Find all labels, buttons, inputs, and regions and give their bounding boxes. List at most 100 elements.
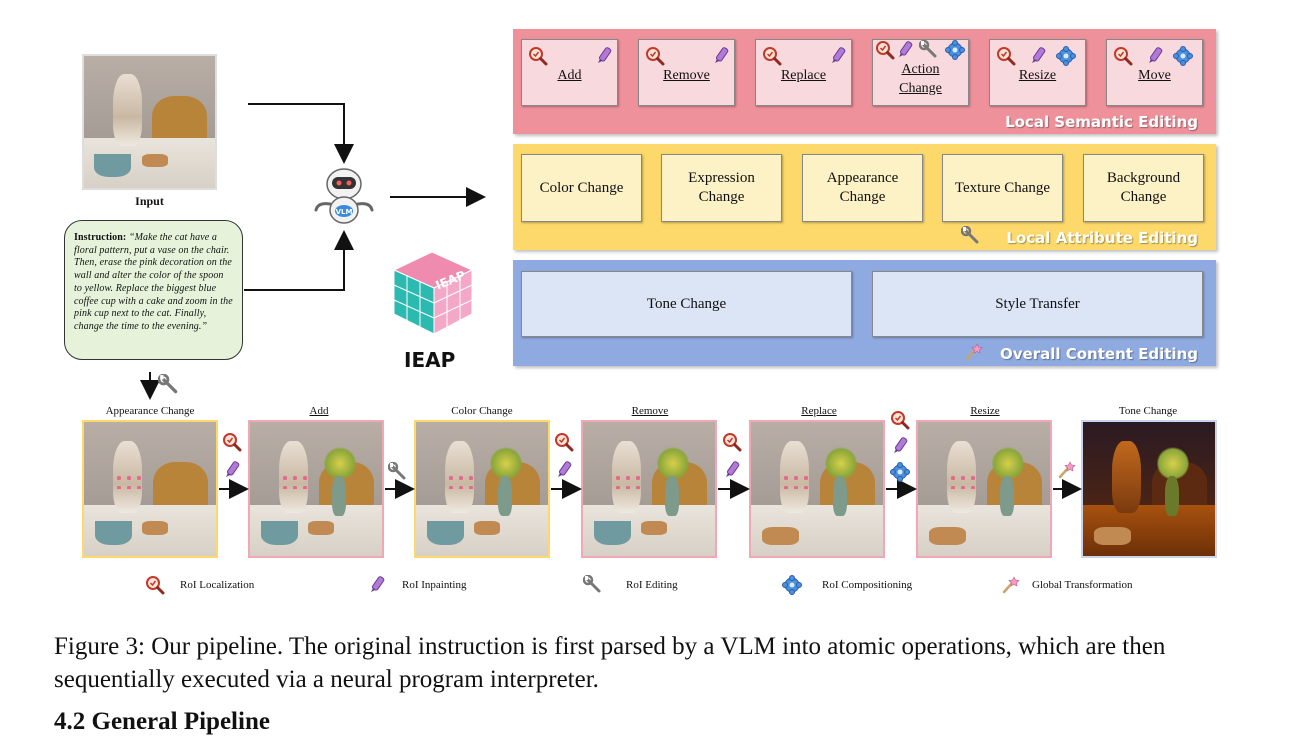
vlm-badge: VLM bbox=[336, 208, 353, 216]
crayon-icon bbox=[1028, 46, 1048, 66]
magnifier-icon bbox=[722, 432, 742, 452]
magnifier-icon bbox=[996, 46, 1016, 66]
step-image-add bbox=[248, 420, 384, 558]
semantic-item-label: Resize bbox=[1018, 68, 1057, 83]
step-image-appearance-change bbox=[82, 420, 218, 558]
step-label-resize: Resize bbox=[970, 405, 1000, 417]
magnifier-icon bbox=[145, 575, 165, 595]
step-label-color-change: Color Change bbox=[451, 405, 513, 417]
wrench-icon bbox=[583, 575, 603, 595]
instruction-bubble: Instruction: “Make the cat have a floral… bbox=[64, 220, 243, 360]
crayon-icon bbox=[828, 46, 848, 66]
flow-arrows bbox=[140, 103, 486, 400]
attribute-item-label: Texture Change bbox=[954, 179, 1051, 196]
attribute-item-label: Expression bbox=[688, 170, 755, 186]
semantic-item-label: Replace bbox=[780, 68, 827, 83]
attribute-item-label-2: Change bbox=[698, 189, 745, 205]
attribute-item-background-change: Background Change bbox=[1083, 154, 1204, 222]
vlm-robot-icon: VLM bbox=[314, 168, 374, 224]
overall-item-tone-change: Tone Change bbox=[521, 271, 852, 337]
crayon-icon bbox=[1145, 46, 1165, 66]
semantic-item-label: Action bbox=[901, 61, 940, 77]
crayon-icon bbox=[554, 460, 574, 480]
crayon-icon bbox=[722, 460, 742, 480]
attribute-item-label: Appearance bbox=[826, 170, 899, 186]
step-image-color-change bbox=[414, 420, 550, 558]
attribute-item-texture-change: Texture Change bbox=[942, 154, 1063, 222]
attribute-item-label: Color Change bbox=[539, 179, 624, 196]
overall-item-label: Style Transfer bbox=[995, 295, 1080, 312]
semantic-item-label: Remove bbox=[663, 68, 710, 83]
puzzle-icon bbox=[1056, 46, 1076, 66]
input-image bbox=[82, 54, 217, 190]
semantic-item-remove: Remove bbox=[638, 39, 735, 106]
local-semantic-title: Local Semantic Editing bbox=[1005, 113, 1198, 131]
semantic-item-add: Add bbox=[521, 39, 618, 106]
step-image-remove bbox=[581, 420, 717, 558]
step-label-replace: Replace bbox=[801, 405, 837, 417]
puzzle-icon bbox=[1173, 46, 1193, 66]
magnifier-icon bbox=[222, 432, 242, 452]
wand-icon bbox=[1056, 460, 1076, 480]
crayon-icon bbox=[890, 436, 910, 456]
step-label-appearance-change: Appearance Change bbox=[105, 405, 195, 417]
ieap-label: IEAP bbox=[404, 348, 456, 372]
legend-roi-localization: RoI Localization bbox=[180, 579, 255, 591]
magnifier-icon bbox=[554, 432, 574, 452]
crayon-icon bbox=[222, 460, 242, 480]
attribute-item-label-2: Change bbox=[839, 189, 886, 205]
wand-icon bbox=[1000, 575, 1020, 595]
step-label-add: Add bbox=[309, 405, 329, 417]
magnifier-icon bbox=[762, 46, 782, 66]
semantic-item-action-change: Action Change bbox=[872, 39, 969, 106]
overall-item-style-transfer: Style Transfer bbox=[872, 271, 1203, 337]
wrench-icon bbox=[961, 226, 981, 246]
legend-roi-inpainting: RoI Inpainting bbox=[402, 579, 467, 591]
sequence-arrows bbox=[219, 479, 1082, 499]
step-image-tone-change bbox=[1081, 420, 1217, 558]
local-attribute-panel: Color Change Expression Change Appearanc… bbox=[513, 144, 1216, 250]
magnifier-icon bbox=[645, 46, 665, 66]
legend-roi-compositioning: RoI Compositioning bbox=[822, 579, 913, 591]
attribute-item-appearance-change: Appearance Change bbox=[802, 154, 923, 222]
puzzle-icon bbox=[782, 575, 802, 595]
instruction-text: “Make the cat have a floral pattern, put… bbox=[74, 232, 233, 332]
attribute-item-label-2: Change bbox=[1120, 189, 1167, 205]
step-image-replace bbox=[749, 420, 885, 558]
magnifier-icon bbox=[875, 40, 895, 60]
puzzle-icon bbox=[890, 462, 910, 482]
local-semantic-panel: Add Remove Replace Action Change Resize … bbox=[513, 29, 1216, 134]
magnifier-icon bbox=[1113, 46, 1133, 66]
legend-roi-editing: RoI Editing bbox=[626, 579, 678, 591]
attribute-item-expression-change: Expression Change bbox=[661, 154, 782, 222]
wrench-icon bbox=[919, 40, 939, 60]
wrench-icon bbox=[388, 462, 408, 482]
wrench-icon bbox=[158, 374, 180, 396]
figure-caption: Figure 3: Our pipeline. The original ins… bbox=[54, 633, 1166, 693]
semantic-item-move: Move bbox=[1106, 39, 1203, 106]
attribute-item-color-change: Color Change bbox=[521, 154, 642, 222]
input-label: Input bbox=[135, 194, 164, 208]
legend-global-transformation: Global Transformation bbox=[1032, 579, 1133, 591]
overall-content-title: Overall Content Editing bbox=[1000, 345, 1198, 363]
semantic-item-resize: Resize bbox=[989, 39, 1086, 106]
ieap-cube-icon: IEAP bbox=[392, 251, 474, 335]
semantic-item-replace: Replace bbox=[755, 39, 852, 106]
puzzle-icon bbox=[945, 40, 965, 60]
crayon-icon bbox=[895, 40, 915, 60]
step-label-tone-change: Tone Change bbox=[1118, 405, 1178, 417]
crayon-icon bbox=[367, 575, 387, 595]
instruction-prefix: Instruction: bbox=[74, 232, 127, 243]
semantic-item-label-2: Change bbox=[899, 80, 942, 96]
wand-icon bbox=[963, 342, 983, 362]
semantic-item-label: Move bbox=[1138, 68, 1171, 83]
crayon-icon bbox=[594, 46, 614, 66]
semantic-item-label: Add bbox=[557, 68, 582, 83]
local-attribute-title: Local Attribute Editing bbox=[1006, 229, 1198, 247]
crayon-icon bbox=[711, 46, 731, 66]
magnifier-icon bbox=[528, 46, 548, 66]
attribute-item-label: Background bbox=[1106, 170, 1181, 186]
section-heading: 4.2 General Pipeline bbox=[54, 708, 270, 735]
overall-item-label: Tone Change bbox=[646, 295, 727, 312]
step-label-remove: Remove bbox=[631, 405, 669, 417]
